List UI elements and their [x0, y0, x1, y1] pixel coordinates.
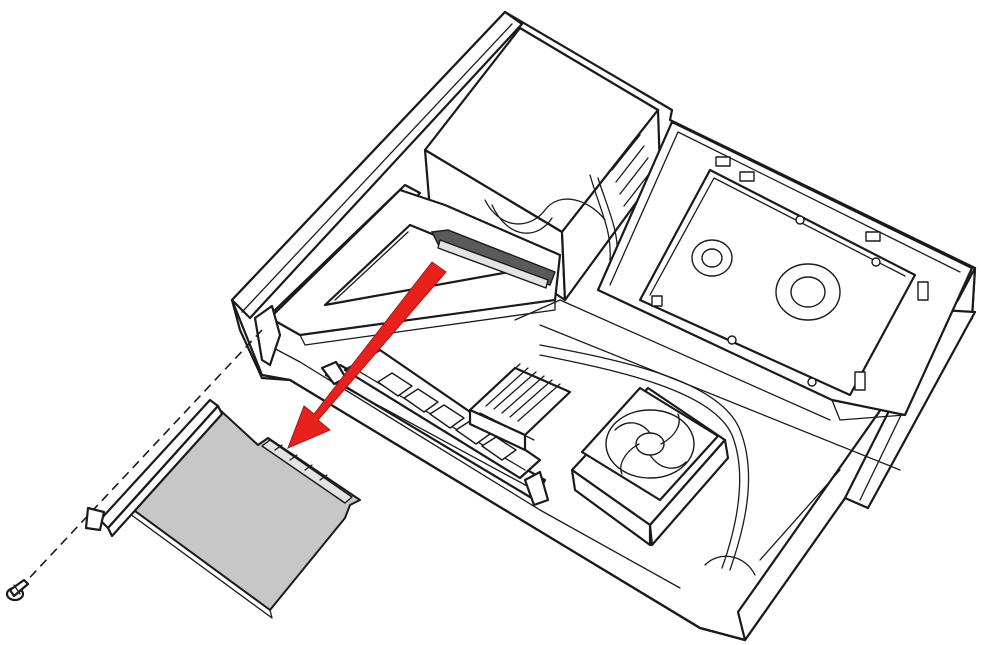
screw-icon [5, 578, 30, 602]
hard-drive-icon [596, 120, 974, 421]
removal-arrow-icon [287, 261, 447, 449]
heatsink-icon [468, 363, 572, 452]
memory-module-icon [320, 348, 550, 507]
expansion-card-icon [84, 398, 361, 619]
riser-bracket-icon [253, 183, 562, 367]
cpu-fan-icon [539, 344, 756, 576]
